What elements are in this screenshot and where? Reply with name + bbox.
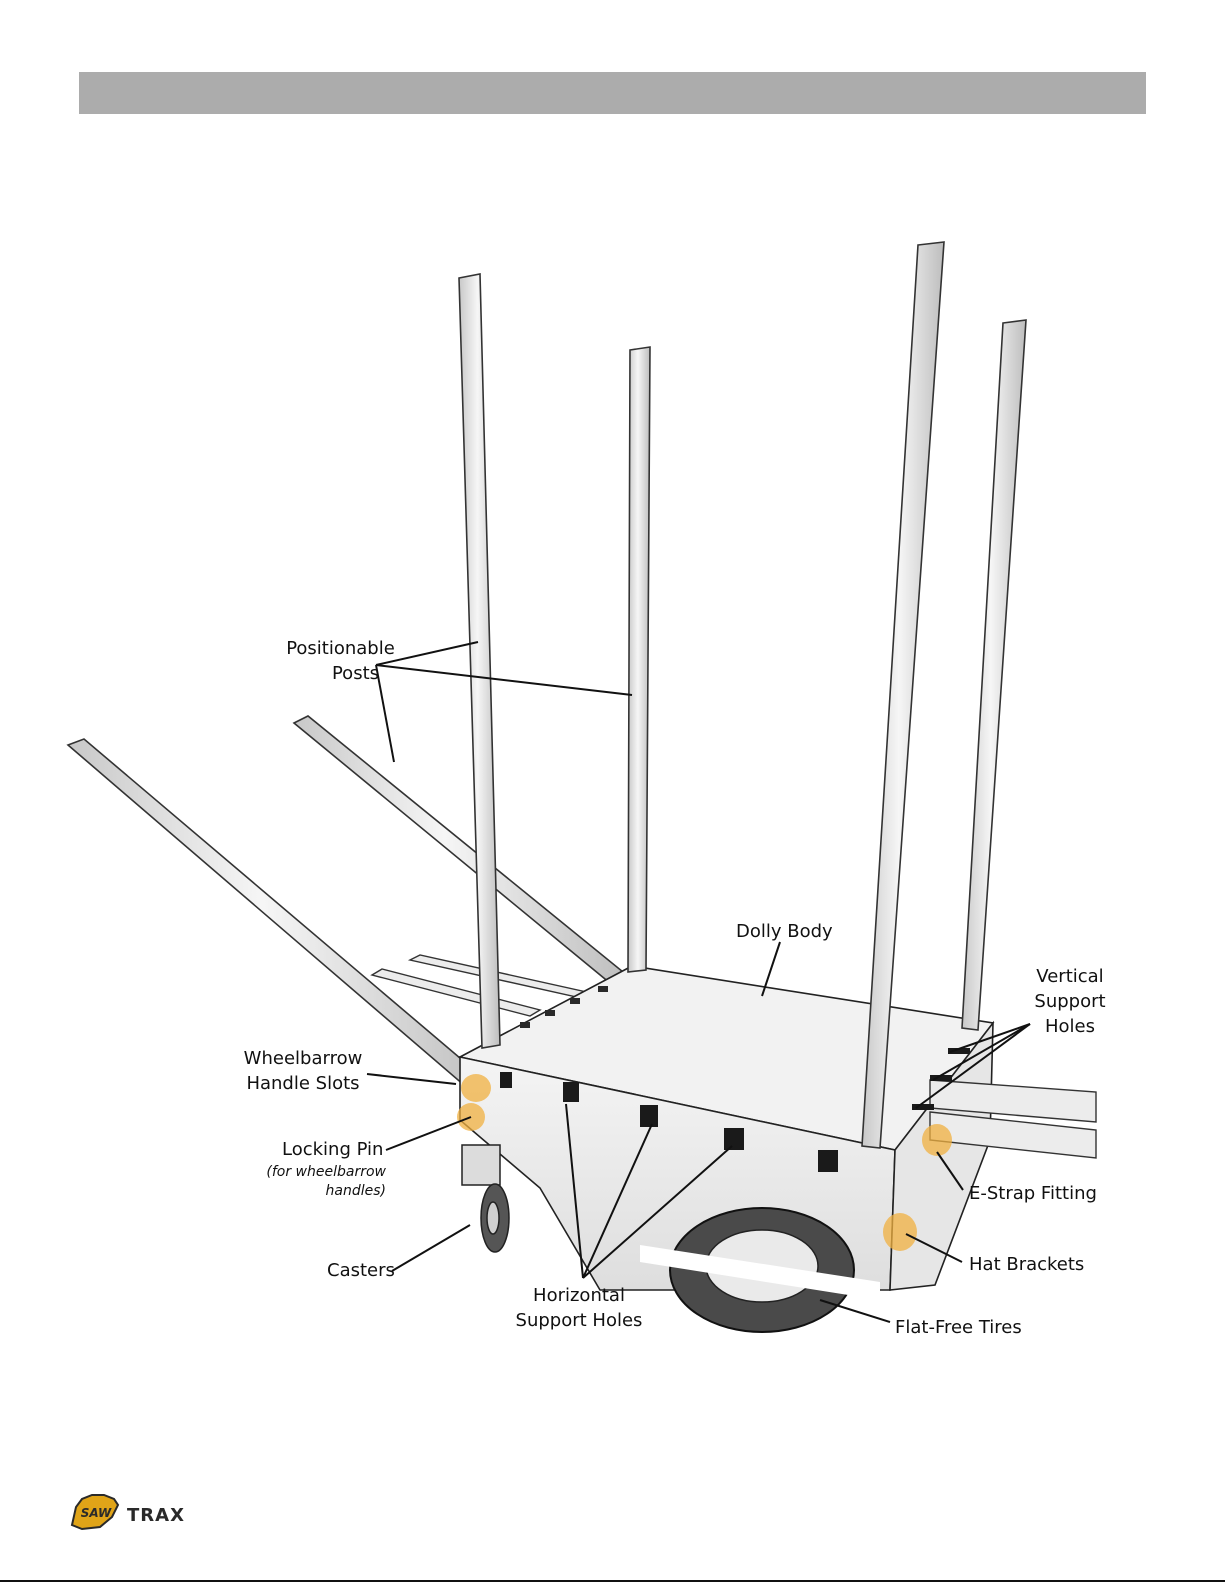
caster: [462, 1145, 509, 1252]
label-flat-free-tires: Flat-Free Tires: [895, 1315, 1022, 1340]
label-locking-pin: Locking Pin: [282, 1137, 383, 1162]
label-positionable-posts: Positionable Posts: [283, 636, 398, 686]
label-casters: Casters: [327, 1258, 395, 1283]
label-hat-brackets: Hat Brackets: [969, 1252, 1084, 1277]
sawtrax-logo: SAW TRAX: [70, 1491, 194, 1531]
svg-text:SAW: SAW: [81, 1506, 112, 1520]
label-dolly-body: Dolly Body: [736, 919, 833, 944]
label-locking-pin-note: (for wheelbarrow handles): [262, 1163, 386, 1201]
label-wheelbarrow-handle-slots: Wheelbarrow Handle Slots: [240, 1046, 366, 1096]
label-vertical-support-holes: Vertical Support Holes: [1028, 964, 1112, 1039]
label-horizontal-support-holes: Horizontal Support Holes: [508, 1283, 650, 1333]
footer-rule: [0, 1580, 1225, 1582]
label-estrap-fitting: E-Strap Fitting: [969, 1181, 1097, 1206]
svg-text:TRAX: TRAX: [127, 1505, 185, 1526]
